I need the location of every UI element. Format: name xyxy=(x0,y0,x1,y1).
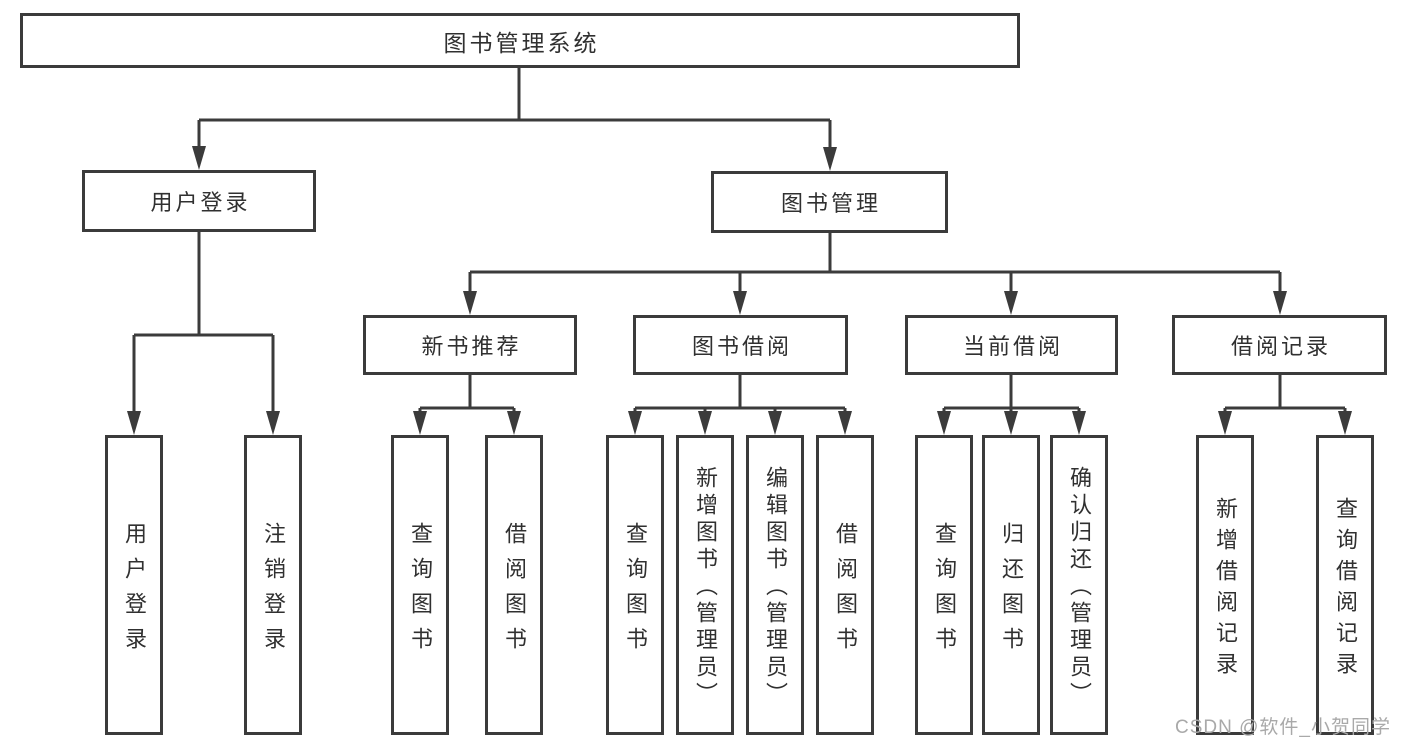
connector-root xyxy=(197,68,832,149)
leaf-logout: 注销登录 xyxy=(244,435,302,735)
csdn-watermark: CSDN @软件_小贺同学 xyxy=(1175,717,1391,738)
connector-user-login xyxy=(132,232,275,413)
arrowheads-new-book-recommend xyxy=(413,411,521,435)
leaf-borrow-books: 借阅图书 xyxy=(816,435,874,735)
leaf-edit-books-admin: 编辑图书（管理员） xyxy=(746,435,804,735)
connector-borrowing-records xyxy=(1223,375,1347,413)
leaf-return-books: 归还图书 xyxy=(982,435,1040,735)
node-book-borrowing: 图书借阅 xyxy=(633,315,848,375)
leaf-user-login: 用户登录 xyxy=(105,435,163,735)
leaf-add-borrow-record: 新增借阅记录 xyxy=(1196,435,1254,735)
node-current-borrowing: 当前借阅 xyxy=(905,315,1118,375)
arrowheads-current-borrowing xyxy=(937,411,1086,435)
node-borrowing-records: 借阅记录 xyxy=(1172,315,1387,375)
leaf-add-books-admin: 新增图书（管理员） xyxy=(676,435,734,735)
node-new-book-recommend: 新书推荐 xyxy=(363,315,577,375)
arrowheads-borrowing-records xyxy=(1218,411,1352,435)
leaf-new-book-query-books: 查询图书 xyxy=(391,435,449,735)
node-book-management: 图书管理 xyxy=(711,171,948,233)
leaf-borrow-query-books: 查询图书 xyxy=(606,435,664,735)
connector-book-management xyxy=(468,233,1282,293)
connector-current-borrowing xyxy=(942,375,1081,413)
node-root: 图书管理系统 xyxy=(20,13,1020,68)
arrowheads-book-borrowing xyxy=(628,411,852,435)
connector-book-borrowing xyxy=(633,375,847,413)
leaf-confirm-return-admin: 确认归还（管理员） xyxy=(1050,435,1108,735)
leaf-new-book-borrow-books: 借阅图书 xyxy=(485,435,543,735)
connector-new-book-recommend xyxy=(418,375,516,413)
leaf-current-query-books: 查询图书 xyxy=(915,435,973,735)
arrowheads-root xyxy=(192,146,837,171)
leaf-query-borrow-record: 查询借阅记录 xyxy=(1316,435,1374,735)
arrowheads-book-management xyxy=(463,291,1287,315)
node-user-login: 用户登录 xyxy=(82,170,316,232)
arrowheads-user-login xyxy=(127,411,280,435)
